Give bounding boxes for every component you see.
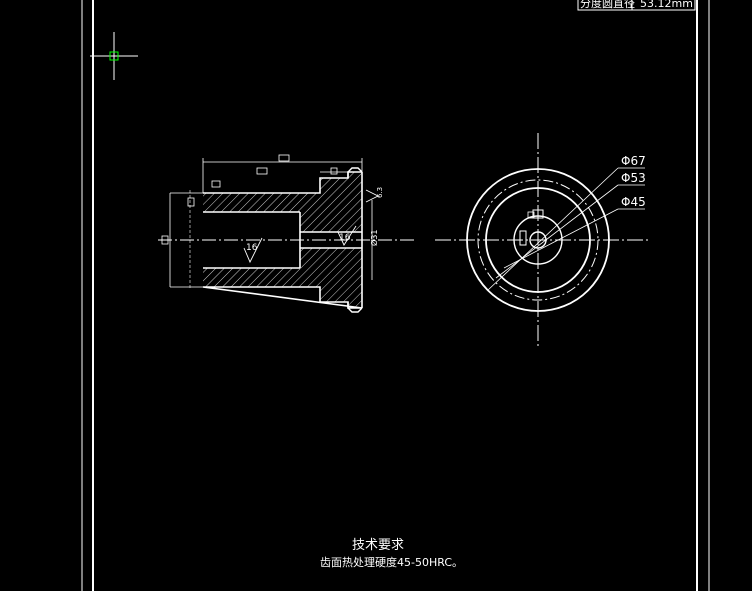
crosshair-cursor[interactable]	[90, 32, 138, 80]
circle-hub	[513, 215, 563, 265]
keyway-left	[519, 230, 527, 246]
technical-notes[interactable]: 技术要求 齿面热处理硬度45-50HRC。	[320, 538, 463, 569]
dim-box-body	[256, 167, 268, 175]
title-block-value: 53.12mm	[640, 0, 693, 10]
dim-box-overall	[278, 154, 290, 162]
side-hatch-upper	[203, 172, 362, 232]
side-flange-teeth	[347, 167, 363, 313]
keyway-tag	[527, 211, 535, 219]
notes-line1: 齿面热处理硬度45-50HRC。	[320, 555, 463, 569]
keyway	[532, 209, 544, 219]
roughness-symbol-inner: 16	[243, 237, 263, 264]
side-dia-label: Ø31	[369, 230, 379, 246]
dia-outer-label: Φ67	[621, 154, 646, 168]
dim-box-left	[187, 197, 195, 207]
svg-text:6.3: 6.3	[376, 187, 384, 198]
notes-heading: 技术要求	[352, 538, 404, 553]
dia-inner-label: Φ45	[621, 195, 646, 209]
roughness-symbol-bore: 16	[337, 225, 357, 246]
side-section-view[interactable]: 16 16 6.3 Ø31	[158, 154, 415, 313]
cursor-pickbox	[109, 51, 119, 61]
leader-inner	[503, 208, 619, 269]
front-circular-view[interactable]: Φ67 Φ53 Φ45	[435, 133, 648, 348]
circle-pitch	[477, 179, 599, 301]
leader-mid	[495, 184, 619, 279]
dim-box-axis	[161, 235, 169, 245]
title-block: 分度圆直径 53.12mm	[577, 0, 696, 11]
dim-box-step	[330, 167, 338, 175]
dim-box-left-top	[211, 180, 221, 188]
circle-root	[485, 187, 591, 293]
circle-outer	[466, 168, 610, 312]
roughness-symbol-flange: 6.3	[365, 187, 384, 203]
leader-outer	[487, 167, 619, 291]
side-hatch-lower	[203, 248, 362, 308]
dia-mid-label: Φ53	[621, 171, 646, 185]
svg-text:16: 16	[339, 233, 351, 243]
drawing-frame	[81, 0, 710, 591]
svg-text:16: 16	[246, 243, 258, 253]
title-block-label: 分度圆直径	[580, 0, 635, 10]
